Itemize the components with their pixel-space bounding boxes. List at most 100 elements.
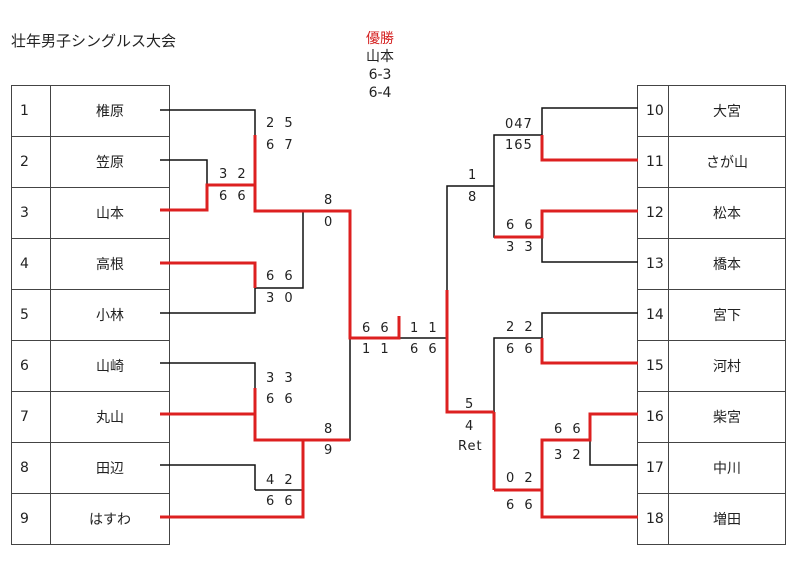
champion-name: 山本 bbox=[366, 49, 394, 65]
bracket-line bbox=[255, 211, 304, 289]
match-score: 6 6 bbox=[506, 218, 536, 233]
match-score: 165 bbox=[505, 138, 533, 153]
match-score: 2 5 bbox=[266, 116, 296, 131]
match-score: 047 bbox=[505, 117, 533, 132]
match-score: 4 2 bbox=[266, 473, 296, 488]
seed-number: 2 bbox=[11, 136, 51, 188]
bracket-line bbox=[493, 337, 542, 412]
bracket-line bbox=[541, 107, 638, 135]
bracket-line bbox=[541, 312, 638, 338]
match-score: 2 2 bbox=[506, 320, 536, 335]
bracket-line bbox=[540, 135, 638, 162]
player-name: 丸山 bbox=[50, 391, 170, 443]
seed-number: 5 bbox=[11, 289, 51, 341]
player-name: 小林 bbox=[50, 289, 170, 341]
bracket-line bbox=[303, 209, 401, 340]
seed-number: 17 bbox=[637, 442, 669, 494]
player-name: 宮下 bbox=[668, 289, 786, 341]
match-score: 6 6 bbox=[506, 498, 536, 513]
player-name: 田辺 bbox=[50, 442, 170, 494]
bracket-line bbox=[589, 440, 638, 466]
champion-box: 優勝 山本 6-3 6-4 bbox=[340, 30, 420, 102]
match-score: 6 6 bbox=[506, 342, 536, 357]
seed-number: 7 bbox=[11, 391, 51, 443]
match-score: 3 3 bbox=[266, 371, 296, 386]
match-score: 0 2 bbox=[506, 471, 536, 486]
player-name: はすわ bbox=[50, 493, 170, 545]
champion-label: 優勝 bbox=[366, 31, 394, 47]
bracket-line bbox=[160, 135, 303, 213]
match-score: 4 bbox=[465, 419, 477, 434]
player-name: 柴宮 bbox=[668, 391, 786, 443]
match-score: 3 0 bbox=[266, 291, 296, 306]
bracket-line bbox=[540, 338, 638, 365]
bracket-line bbox=[493, 134, 542, 186]
seed-number: 9 bbox=[11, 493, 51, 545]
bracket-line bbox=[445, 290, 494, 414]
match-score: 6 7 bbox=[266, 138, 296, 153]
match-score: 5 bbox=[465, 397, 477, 412]
match-score: 0 bbox=[324, 215, 336, 230]
match-score: 6 6 bbox=[266, 269, 296, 284]
match-score: 3 3 bbox=[506, 240, 536, 255]
bracket-line bbox=[494, 412, 638, 492]
seed-number: 15 bbox=[637, 340, 669, 392]
retired-note: Ret bbox=[458, 439, 483, 454]
bracket-line bbox=[160, 159, 208, 185]
seed-number: 10 bbox=[637, 85, 669, 137]
match-score: 6 6 bbox=[266, 392, 296, 407]
bracket-line bbox=[160, 438, 350, 519]
seed-number: 11 bbox=[637, 136, 669, 188]
player-name: 増田 bbox=[668, 493, 786, 545]
match-score: 6 6 bbox=[266, 494, 296, 509]
player-name: 河村 bbox=[668, 340, 786, 392]
bracket-line bbox=[160, 109, 256, 135]
winner-lines bbox=[160, 135, 638, 519]
seed-number: 18 bbox=[637, 493, 669, 545]
match-score: 3 2 bbox=[554, 448, 584, 463]
seed-number: 6 bbox=[11, 340, 51, 392]
bracket-line bbox=[160, 288, 256, 314]
seed-number: 1 bbox=[11, 85, 51, 137]
seed-number: 16 bbox=[637, 391, 669, 443]
match-score: 1 bbox=[468, 168, 480, 183]
bracket-line bbox=[541, 237, 638, 263]
match-score: 9 bbox=[324, 443, 336, 458]
bracket-line bbox=[446, 185, 494, 290]
player-name: 山崎 bbox=[50, 340, 170, 392]
match-score: 6 6 bbox=[362, 321, 392, 336]
match-score: 1 1 bbox=[362, 342, 392, 357]
match-score: 3 2 bbox=[219, 167, 249, 182]
player-name: 山本 bbox=[50, 187, 170, 239]
match-score: 6 6 bbox=[219, 189, 249, 204]
match-score: 6 6 bbox=[554, 422, 584, 437]
match-score: 6 6 bbox=[410, 342, 440, 357]
match-score: 1 1 bbox=[410, 321, 440, 336]
final-score-set-1: 6-3 bbox=[368, 67, 392, 83]
bracket-line bbox=[160, 388, 303, 442]
tournament-title: 壮年男子シングルス大会 bbox=[11, 32, 177, 50]
final-score-set-2: 6-4 bbox=[368, 85, 392, 101]
bracket-line bbox=[160, 464, 256, 490]
player-name: 大宮 bbox=[668, 85, 786, 137]
match-score: 8 bbox=[324, 193, 336, 208]
bracket-line bbox=[160, 362, 256, 388]
bracket-line bbox=[494, 209, 638, 239]
match-score: 8 bbox=[468, 190, 480, 205]
match-score: 8 bbox=[324, 422, 336, 437]
